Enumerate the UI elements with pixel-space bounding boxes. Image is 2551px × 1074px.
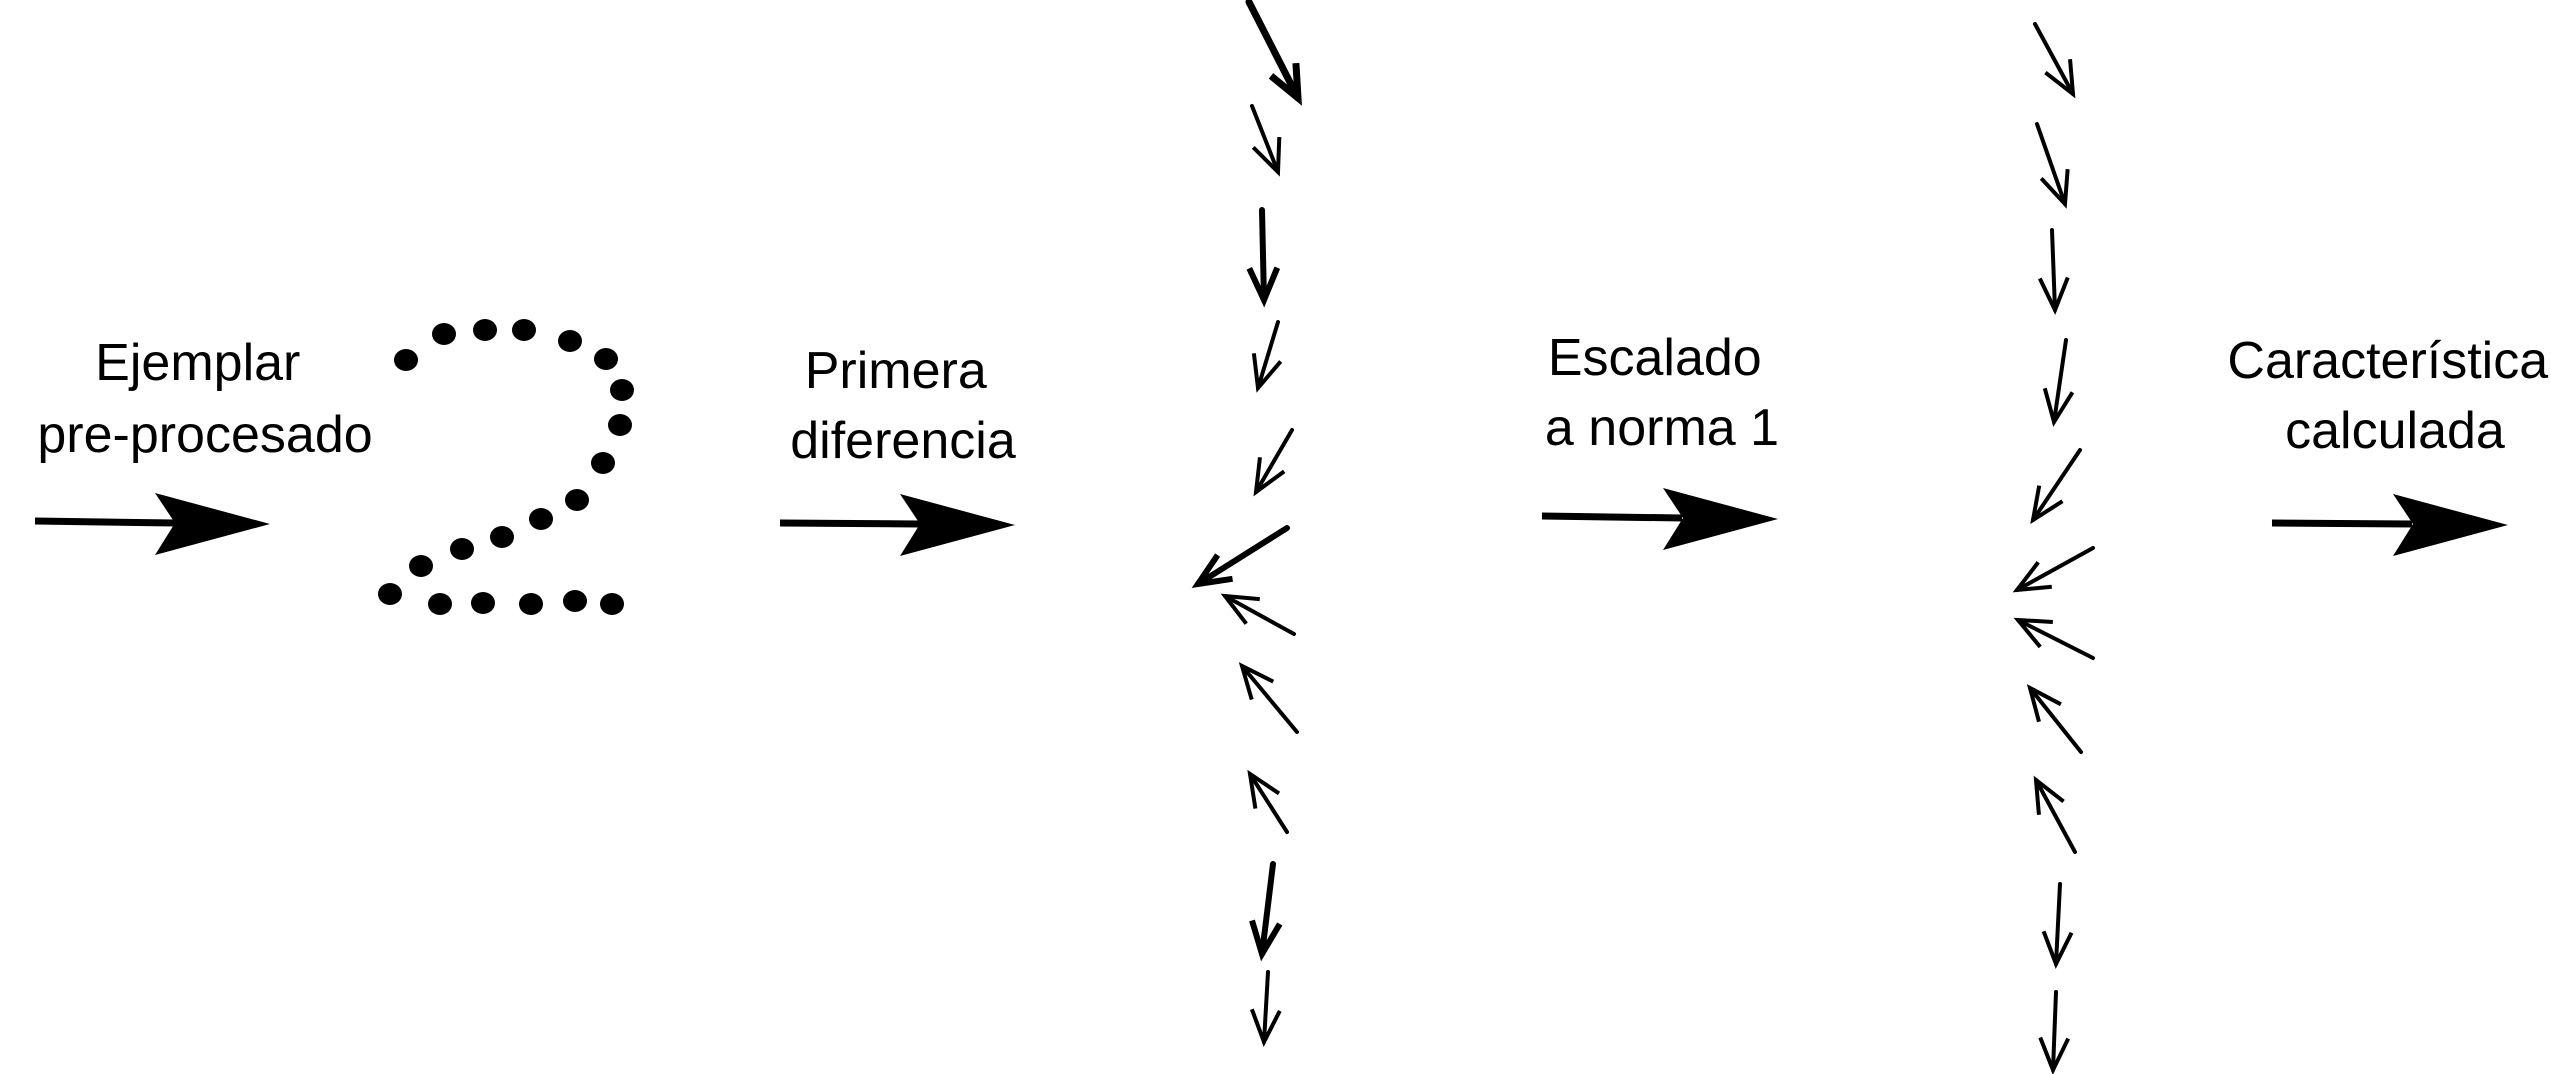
trajectory-dot [591,452,615,474]
vector-arrow [1250,104,1282,177]
vector-arrow [2033,775,2077,854]
trajectory-dot [378,583,402,605]
trajectory-dot [563,590,587,612]
trajectory-dot [432,323,456,345]
stage-label-scaled: Escalado a norma 1 [1545,329,1779,457]
vector-arrow [1253,428,1294,497]
vector-arrow [2013,617,2095,660]
vector-arrow [1251,320,1283,393]
vector-arrow [1249,861,1283,962]
vector-arrow [2033,22,2076,99]
trajectory-dot [450,538,474,560]
vector-arrow [2042,338,2075,427]
stage-label-line: Ejemplar [95,334,300,392]
vector-arrow [2030,448,2082,525]
stage-label-line: Característica [2227,332,2548,390]
vector-arrow [1220,593,1296,636]
trajectory-dot [519,593,543,615]
vector-arrow [2038,990,2071,1074]
pipeline-arrow-4 [2271,494,2508,556]
trajectory-dot [512,319,536,341]
stage-label-line: pre-procesado [37,406,372,464]
trajectory-dot [600,593,624,615]
trajectory-dot [428,593,452,615]
pipeline-arrow-1 [34,493,270,555]
vector-arrow [2026,684,2083,754]
trajectory-dot [594,348,618,370]
trajectory-dot [558,330,582,352]
vector-arrow [2041,882,2074,969]
stage-label-line: a norma 1 [1545,399,1779,457]
trajectory-dot [394,349,418,371]
digit-two-dot-trajectory [378,319,634,615]
vector-arrow [1249,970,1282,1047]
vector-arrow [1191,525,1290,588]
trajectory-dot [409,555,433,577]
trajectory-dot [529,508,553,530]
pipeline-arrow-3 [1541,488,1778,550]
stage-label-line: Escalado [1548,329,1762,387]
vector-arrow [2038,228,2070,315]
stage-label-first-difference: Primera diferencia [790,342,1016,470]
vector-arrow [2035,122,2070,209]
vector-arrow [1246,207,1281,308]
stage-label-preprocessed: Ejemplar pre-procesado [37,334,372,464]
trajectory-dot [471,592,495,614]
pipeline-arrow-2 [779,494,1015,556]
vector-arrow [1238,662,1299,734]
scaled-vector-column [2012,22,2095,1074]
trajectory-dot [608,414,632,436]
trajectory-dot [610,379,634,401]
vector-arrow [1245,0,1302,106]
stage-label-line: calculada [2285,402,2505,460]
trajectory-dot [565,489,589,511]
stage-label-feature: Característica calculada [2227,332,2551,460]
trajectory-dot [473,319,497,341]
vector-arrow [1247,769,1289,834]
stage-label-line: diferencia [790,412,1016,470]
vector-arrow [2012,546,2095,593]
stage-label-line: Primera [805,342,987,400]
first-difference-vector-column [1191,0,1302,1047]
trajectory-dot [490,526,514,548]
